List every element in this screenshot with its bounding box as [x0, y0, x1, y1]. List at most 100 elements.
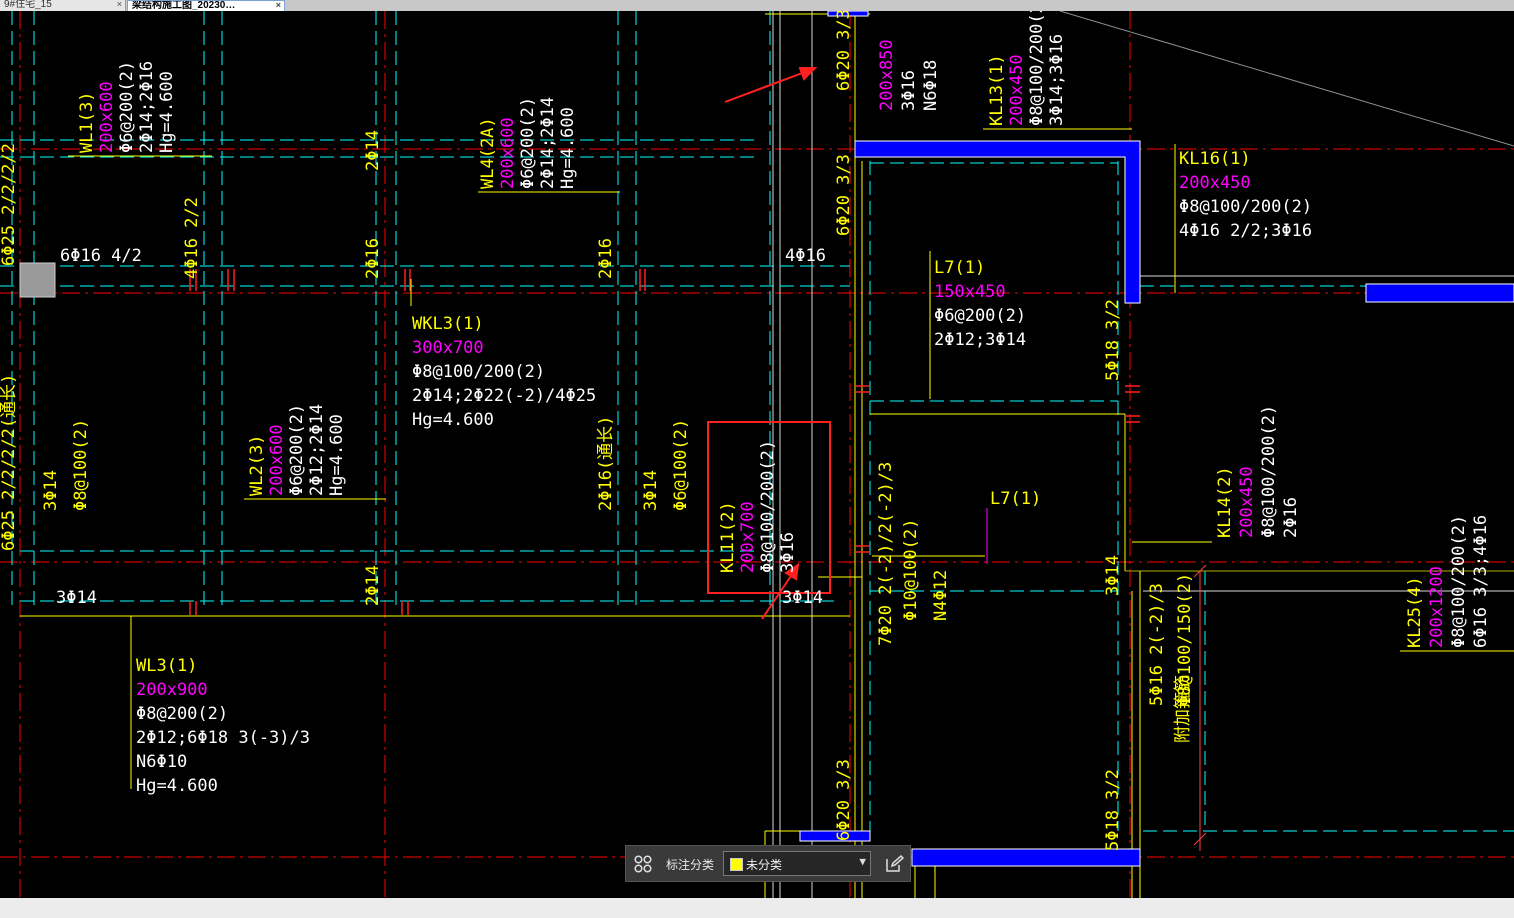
- category-color-swatch: [730, 858, 743, 871]
- beam-label-line: 200x450: [1179, 173, 1251, 193]
- beam-label-line: Φ8@100/200(2): [1259, 405, 1279, 538]
- rebar-label-26: 6Φ20 3/3: [834, 759, 854, 841]
- rebar-label-14: 3Φ14: [641, 470, 661, 511]
- beam-label-line: N6Φ18: [921, 60, 941, 111]
- beam-label-line: 2Φ14;2Φ22(-2)/4Φ25: [412, 386, 596, 406]
- beam-label-2: WKL3(1)300x700Φ8@100/200(2)2Φ14;2Φ22(-2)…: [412, 314, 596, 430]
- highlighted-beams: [799, 10, 1514, 867]
- document-tab-1-active[interactable]: 梁结构施工图_20230… ×: [127, 0, 285, 11]
- beam-label-line: 200x1200: [1427, 566, 1447, 648]
- beam-label-line: Φ8@100/200(2): [1449, 515, 1469, 648]
- rebar-label-0: 6Φ16 4/2: [60, 246, 142, 266]
- rebar-label-21: Φ10@100(2): [901, 519, 921, 621]
- rebar-label-19: 3Φ14: [1103, 555, 1123, 596]
- column-block: [19, 262, 56, 298]
- tab-label: 梁结构施工图_20230…: [132, 0, 236, 11]
- annotation-category-label: 标注分类: [666, 858, 715, 872]
- crossing-ticks: [189, 269, 1140, 615]
- grid-view-icon[interactable]: [634, 855, 652, 873]
- rebar-label-17: 6Φ20 3/3: [834, 154, 854, 236]
- beam-label-line: L7(1): [990, 489, 1041, 509]
- beam-label-line: KL25(4): [1405, 576, 1425, 648]
- document-tab-0[interactable]: 9#住宅_15 ×: [0, 0, 126, 11]
- rebar-label-25: 附加箍筋: [1173, 675, 1193, 743]
- beam-label-line: KL11(2): [718, 501, 738, 573]
- annotation-category-select[interactable]: 未分类 ▼: [723, 851, 871, 876]
- rebar-label-4: 2Φ16: [596, 238, 616, 279]
- beam-label-line: 4Φ16 2/2;3Φ16: [1179, 221, 1312, 241]
- beam-label-line: KL14(2): [1215, 466, 1235, 538]
- rebar-label-10: 6Φ25 2/2/2/2(通长): [0, 374, 19, 551]
- beam-label-line: Hg=4.600: [558, 107, 578, 189]
- beam-label-line: Φ6@200(2): [518, 97, 538, 189]
- rebar-label-20: 7Φ20 2(-2)/2(-2)/3: [876, 462, 896, 646]
- beam-label-line: 300x700: [412, 338, 484, 358]
- beam-label-line: Φ8@100/200(2): [1179, 197, 1312, 217]
- rebar-label-24: Φ8@100/150(2): [1175, 573, 1195, 706]
- beam-label-line: 3Φ14;3Φ16: [1047, 34, 1067, 126]
- rebar-label-22: N4Φ12: [931, 570, 951, 621]
- beam-label-line: 2Φ16: [1281, 497, 1301, 538]
- rebar-label-18: 5Φ18 3/2: [1103, 299, 1123, 381]
- rebar-label-6: 2Φ14: [363, 565, 383, 606]
- rebar-label-13: 2Φ16(通长): [596, 416, 616, 511]
- beam-label-10: L7(1): [990, 489, 1041, 509]
- beam-label-line: Hg=4.600: [136, 776, 218, 796]
- tab-label: 9#住宅_15: [4, 0, 52, 10]
- axis-lines: [0, 11, 1514, 898]
- beam-label-line: N6Φ10: [136, 752, 187, 772]
- beam-label-line: 3Φ16: [899, 70, 919, 111]
- rebar-label-2: 4Φ16 2/2: [182, 197, 202, 279]
- beam-label-line: 200x450: [1237, 466, 1257, 538]
- beam-label-line: Φ8@100/200(2): [1027, 11, 1047, 126]
- beam-label-line: Φ8@200(2): [136, 704, 228, 724]
- annotation-arrows: [724, 67, 818, 620]
- rebar-label-8: 3Φ14: [782, 588, 823, 608]
- rebar-label-16: 6Φ20 3/3(通长): [834, 11, 854, 91]
- beam-label-line: L7(1): [934, 258, 985, 278]
- beam-label-line: 200x850: [877, 39, 897, 111]
- tab-close-icon[interactable]: ×: [116, 0, 122, 9]
- beam-label-line: WL2(3): [247, 435, 267, 496]
- rebar-label-12: Φ8@100(2): [71, 419, 91, 511]
- beam-label-line: Φ6@200(2): [117, 61, 137, 153]
- beam-label-line: 200x450: [1007, 54, 1027, 126]
- beam-label-line: 150x450: [934, 282, 1006, 302]
- beam-label-line: 200x600: [97, 81, 117, 153]
- highlight-box: [707, 421, 831, 594]
- beam-label-line: Hg=4.600: [412, 410, 494, 430]
- beam-label-line: 3Φ16: [778, 532, 798, 573]
- beam-label-line: WL4(2A): [478, 117, 498, 189]
- rebar-label-11: 3Φ14: [41, 470, 61, 511]
- tab-close-icon[interactable]: ×: [275, 0, 281, 10]
- rebar-label-27: 5Φ18 3/2: [1103, 769, 1123, 851]
- rebar-label-23: 5Φ16 2(-2)/3: [1147, 583, 1167, 706]
- beam-label-line: 200x600: [498, 117, 518, 189]
- beam-label-line: Φ6@200(2): [287, 404, 307, 496]
- beam-label-line: Hg=4.600: [327, 414, 347, 496]
- rebar-label-5: 2Φ14: [363, 130, 383, 171]
- beam-label-line: 2Φ14;2Φ16: [137, 61, 157, 153]
- beam-label-line: WL3(1): [136, 656, 197, 676]
- beam-label-line: 2Φ12;3Φ14: [934, 330, 1026, 350]
- beam-label-line: Hg=4.600: [157, 71, 177, 153]
- beam-label-line: 2Φ12;2Φ14: [307, 404, 327, 496]
- beam-label-line: 200x700: [738, 501, 758, 573]
- status-bar: [0, 898, 1514, 918]
- beam-label-line: KL16(1): [1179, 149, 1251, 169]
- edit-icon[interactable]: [884, 854, 904, 874]
